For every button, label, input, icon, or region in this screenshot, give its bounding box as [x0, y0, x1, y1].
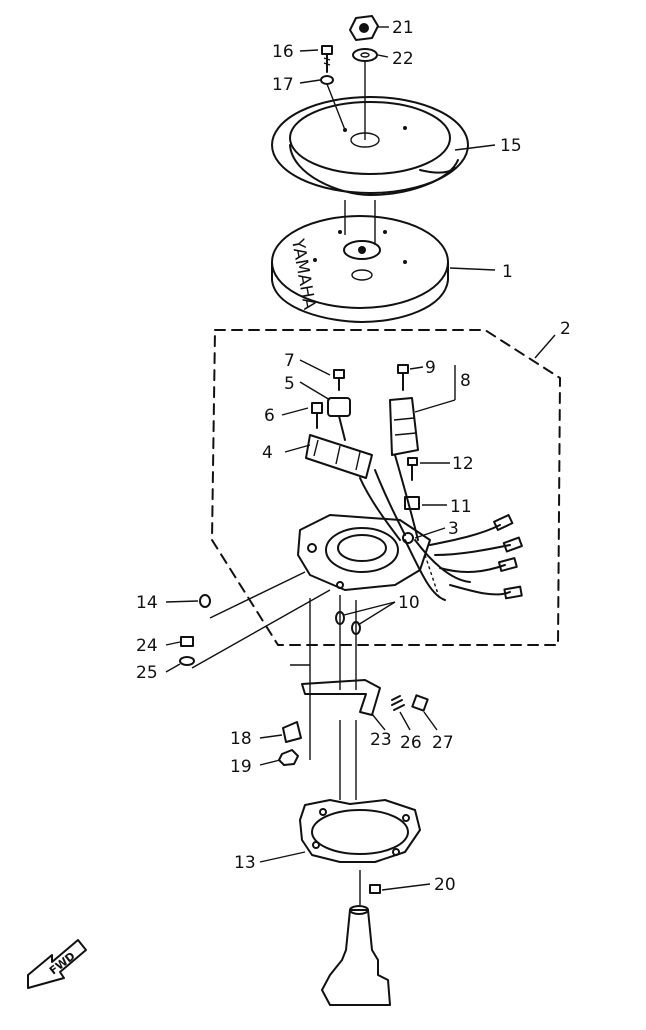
callout-24: 24 — [136, 636, 158, 656]
part-6-screw — [311, 402, 323, 429]
part-4-cdi-unit — [305, 434, 373, 479]
callout-21: 21 — [392, 18, 414, 38]
guide-line-14 — [209, 571, 306, 619]
callout-27: 27 — [432, 733, 454, 753]
callout-13: 13 — [234, 853, 256, 873]
callout-1: 1 — [502, 262, 513, 282]
leader-lines — [165, 26, 556, 891]
part-23-bracket — [301, 679, 381, 716]
callout-14: 14 — [136, 593, 158, 613]
part-16-guide-line — [326, 83, 346, 131]
part-14-screw — [199, 594, 211, 608]
callout-4: 4 — [262, 443, 273, 463]
callout-15: 15 — [500, 136, 522, 156]
crankshaft-end — [321, 905, 391, 1006]
part-17-washer — [320, 75, 334, 85]
callout-17: 17 — [272, 75, 294, 95]
fwd-arrow-icon — [27, 939, 87, 989]
callout-18: 18 — [230, 729, 252, 749]
callout-8: 8 — [460, 371, 471, 391]
part-8-unit — [389, 397, 419, 456]
callout-9: 9 — [425, 358, 436, 378]
callout-22: 22 — [392, 49, 414, 69]
callout-2: 2 — [560, 319, 571, 339]
callout-11: 11 — [450, 497, 472, 517]
part-9-screw — [397, 364, 409, 391]
part-21-nut — [349, 15, 379, 41]
callout-5: 5 — [284, 374, 295, 394]
callout-25: 25 — [136, 663, 158, 683]
callout-3: 3 — [448, 519, 459, 539]
part-26-spring — [391, 695, 405, 711]
wire-harness — [359, 454, 523, 601]
callout-16: 16 — [272, 42, 294, 62]
part-12-screw — [407, 457, 418, 481]
part-11-clamp — [404, 496, 420, 510]
callout-26: 26 — [400, 733, 422, 753]
part-2-assembly-boundary — [211, 329, 561, 646]
part-24-screw — [180, 636, 194, 647]
part-22-washer — [352, 48, 378, 62]
part-20-key — [369, 884, 381, 894]
flywheel-stamp: YAMAHA — [287, 236, 319, 311]
part-25-washer — [179, 656, 195, 666]
callout-20: 20 — [434, 875, 456, 895]
part-3-stator-base — [297, 514, 431, 591]
part-1-flywheel — [271, 215, 449, 323]
callout-23: 23 — [370, 730, 392, 750]
guide-line-25 — [191, 589, 331, 669]
callout-12: 12 — [452, 454, 474, 474]
part-16-bolt — [321, 45, 333, 73]
part-19-nut — [278, 749, 299, 766]
part-7-screw — [333, 369, 345, 391]
callout-19: 19 — [230, 757, 252, 777]
callout-6: 6 — [264, 406, 275, 426]
callout-10: 10 — [398, 593, 420, 613]
callout-7: 7 — [284, 351, 295, 371]
part-13-gasket — [299, 799, 421, 863]
part-18-clip — [282, 721, 302, 743]
part-27-nut — [411, 694, 429, 712]
part-5-coil — [327, 397, 351, 441]
part-15-pulley — [271, 96, 469, 196]
